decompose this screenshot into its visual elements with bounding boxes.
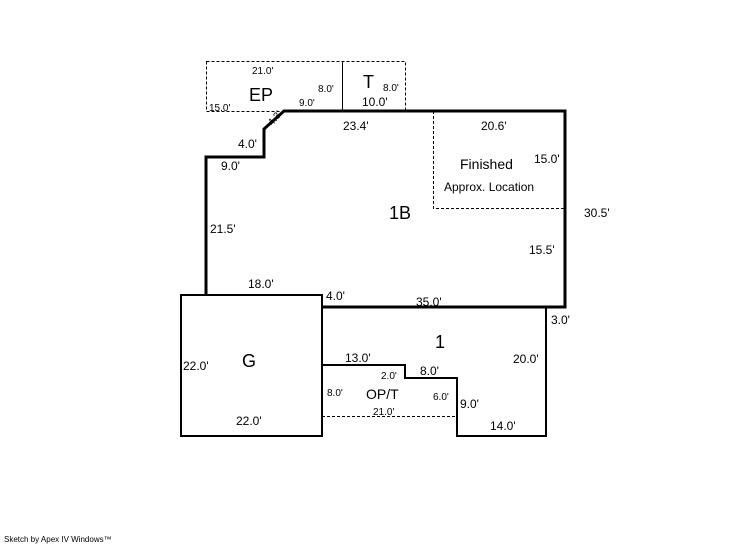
first-floor-outline xyxy=(322,307,547,437)
dim-t-right: 8.0' xyxy=(383,83,399,94)
dim-first-right: 20.0' xyxy=(513,352,539,366)
dim-top-main: 23.4' xyxy=(343,119,369,133)
dim-step-h: 9.0' xyxy=(221,159,240,173)
area-garage: G xyxy=(242,351,256,371)
area-finished: Finished xyxy=(460,156,513,172)
dim-right-total: 30.5' xyxy=(584,206,610,220)
dim-t-bottom: 10.0' xyxy=(362,95,388,109)
dim-right-lower: 15.5' xyxy=(529,243,555,257)
area-t: T xyxy=(363,72,374,92)
area-1b: 1B xyxy=(389,203,411,223)
finished-area-outline xyxy=(433,111,565,209)
dim-step-v: 4.0' xyxy=(238,137,257,151)
area-approx-location: Approx. Location xyxy=(444,180,534,194)
footer-credit: Sketch by Apex IV Windows™ xyxy=(4,535,112,544)
dim-opt-step: 2.0' xyxy=(381,371,397,382)
dim-finished-side: 15.0' xyxy=(534,152,560,166)
dim-ep-right: 8.0' xyxy=(318,84,334,95)
dim-finished-top: 20.6' xyxy=(481,119,507,133)
dim-opt-bottom: 21.0' xyxy=(373,407,394,418)
enclosed-porch-outline xyxy=(206,61,406,112)
area-first: 1 xyxy=(435,332,445,352)
dim-jog: 4.0' xyxy=(326,289,345,303)
dim-garage-bottom: 22.0' xyxy=(236,414,262,428)
area-ep: EP xyxy=(249,85,273,105)
dim-left-main: 21.5' xyxy=(210,222,236,236)
area-opt: OP/T xyxy=(366,386,399,402)
dim-ep-top: 21.0' xyxy=(252,66,273,77)
dim-opt-top2: 8.0' xyxy=(420,364,439,378)
main-floor-outline xyxy=(204,109,567,309)
dim-low-v: 9.0' xyxy=(460,397,479,411)
dim-ep-left: 15.0' xyxy=(209,103,230,114)
dim-low-bottom: 14.0' xyxy=(490,419,516,433)
dim-right-jog: 3.0' xyxy=(551,313,570,327)
dim-opt-left: 8.0' xyxy=(327,388,343,399)
dim-garage-top: 18.0' xyxy=(248,277,274,291)
dim-garage-left: 22.0' xyxy=(183,359,209,373)
dim-ep-bottom: 9.0' xyxy=(299,98,315,109)
dim-opt-top: 13.0' xyxy=(345,351,371,365)
dim-main-bottom: 35.0' xyxy=(416,295,442,309)
dim-opt-right: 6.0' xyxy=(433,392,449,403)
